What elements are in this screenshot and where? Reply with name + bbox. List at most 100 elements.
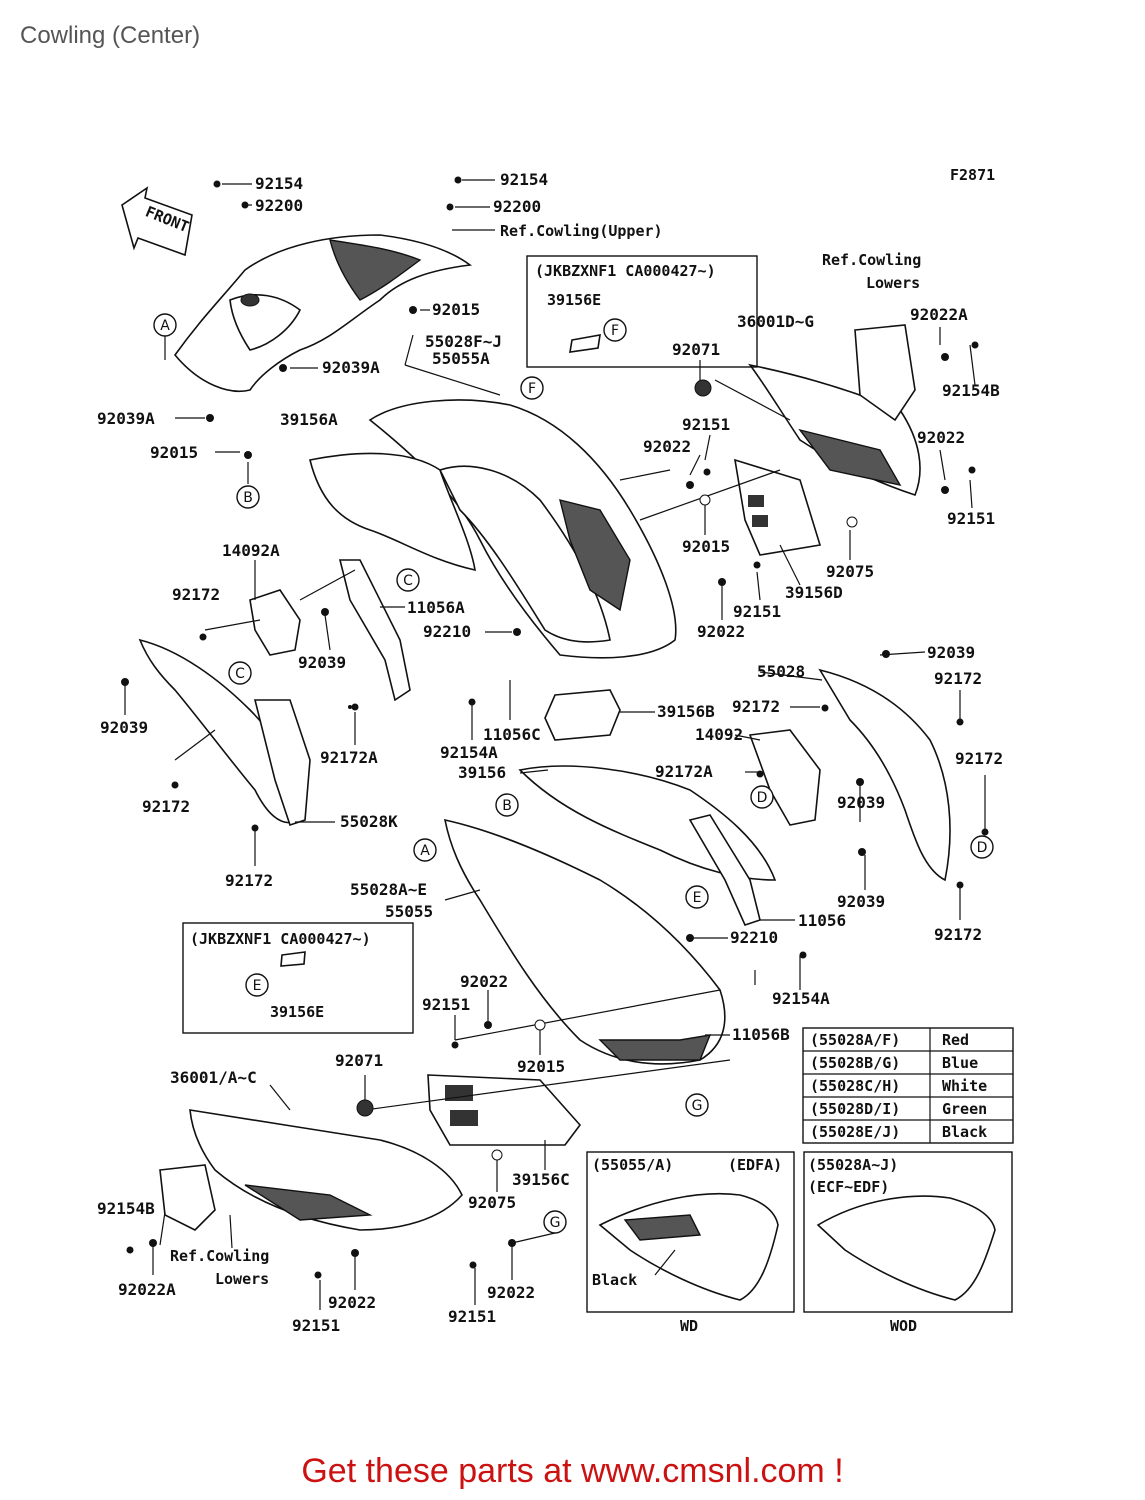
page-title: Cowling (Center): [20, 22, 201, 49]
ref-cowling-lowers: Ref.Cowling: [170, 1247, 269, 1265]
variant-head: (EDFA): [728, 1156, 782, 1174]
part-label: 92210: [730, 928, 778, 947]
svg-text:G: G: [550, 1215, 561, 1231]
part-label: 55055A: [432, 349, 490, 368]
ref-cowling-lowers: Ref.Cowling: [822, 251, 921, 269]
color-code: (55028C/H): [810, 1077, 900, 1095]
svg-text:B: B: [502, 798, 512, 814]
part-label: 11056: [798, 911, 846, 930]
ref-cowling-lowers: Lowers: [215, 1270, 269, 1288]
part-label: 92039: [837, 793, 885, 812]
part-label: 92172: [172, 585, 220, 604]
color-name: Red: [942, 1031, 969, 1049]
part-label: 92022: [917, 428, 965, 447]
part-label: 92039A: [322, 358, 380, 377]
part-labels: 92154 92200 92154 92200 92015 55028F~J 5…: [97, 170, 1003, 1335]
bracket-14092a: [249, 589, 301, 656]
part-label: 92015: [682, 537, 730, 556]
part-label: 92151: [947, 509, 995, 528]
side-piece-11056a: [338, 559, 411, 702]
part-label: 92200: [493, 197, 541, 216]
part-label: 36001D~G: [737, 312, 814, 331]
part-label: 39156D: [785, 583, 843, 602]
svg-text:B: B: [243, 490, 253, 506]
part-label: 14092: [695, 725, 743, 744]
part-label: 92022A: [118, 1280, 176, 1299]
part-label: 92172: [955, 749, 1003, 768]
ref-circle-a: A: [153, 313, 177, 337]
part-label: 92200: [255, 196, 303, 215]
color-code: (55028A/F): [810, 1031, 900, 1049]
part-label: 92039A: [97, 409, 155, 428]
part-label: 39156C: [512, 1170, 570, 1189]
left-side-cowling-shape: [159, 1109, 463, 1231]
ref-circle-b: B: [236, 485, 260, 509]
part-label: 92071: [335, 1051, 383, 1070]
part-label: 92022A: [910, 305, 968, 324]
part-label: 92172A: [655, 762, 713, 781]
variant-head: (55028A~J): [808, 1156, 898, 1174]
part-label: 92151: [448, 1307, 496, 1326]
color-code: (55028E/J): [810, 1123, 900, 1141]
ref-cowling-lowers: Lowers: [866, 274, 920, 292]
ref-circle-f: F: [520, 376, 544, 400]
variant-box-wod: [803, 1151, 1013, 1313]
svg-text:C: C: [403, 573, 413, 589]
variant-box-wd: [586, 1151, 795, 1313]
ref-circle-a: A: [413, 838, 437, 862]
leader-lines: [124, 179, 986, 1310]
svg-text:D: D: [977, 840, 988, 856]
part-label: 92075: [468, 1193, 516, 1212]
color-table: (55028A/F) Red (55028B/G) Blue (55028C/H…: [802, 1027, 1014, 1144]
part-label: 92022: [460, 972, 508, 991]
part-label: 92022: [643, 437, 691, 456]
part-label: 92151: [733, 602, 781, 621]
part-label: 11056A: [407, 598, 465, 617]
right-side-cowling-shape: [748, 324, 921, 496]
ref-circle-e: E: [685, 885, 709, 909]
part-label: 39156: [458, 763, 506, 782]
ref-circle-f: F: [603, 318, 627, 342]
note-box-part: 39156E: [547, 291, 601, 309]
bracket-14092: [748, 729, 821, 826]
svg-text:G: G: [692, 1098, 703, 1114]
svg-text:A: A: [160, 318, 170, 334]
left-lower-side-shape: [138, 638, 301, 824]
right-lower-side-shape: [818, 668, 951, 882]
ref-circle-c: C: [228, 661, 252, 685]
label-sticker-e: [280, 951, 306, 967]
part-label: 55028K: [340, 812, 398, 831]
svg-text:D: D: [757, 790, 768, 806]
part-label: 92154A: [772, 989, 830, 1008]
part-label: 11056C: [483, 725, 541, 744]
front-arrow-icon: FRONT: [121, 186, 193, 257]
left-lower-bracket: [253, 699, 311, 827]
panel-39156d: [733, 458, 822, 556]
variant-head: (55055/A): [592, 1156, 673, 1174]
color-code: (55028B/G): [810, 1054, 900, 1072]
variant-head: (ECF~EDF): [808, 1178, 889, 1196]
part-label: 92015: [517, 1057, 565, 1076]
color-name: Green: [942, 1100, 987, 1118]
color-code: (55028D/I): [810, 1100, 900, 1118]
part-label: 92039: [927, 643, 975, 662]
part-label: 92172: [732, 697, 780, 716]
part-label: 92154B: [942, 381, 1000, 400]
figure-code: F2871: [950, 166, 995, 184]
part-label: 92154A: [440, 743, 498, 762]
part-label: 92151: [292, 1316, 340, 1335]
part-label: 92039: [298, 653, 346, 672]
footer-link[interactable]: Get these parts at www.cmsnl.com !: [301, 1452, 844, 1490]
note-box-title: (JKBZXNF1 CA000427~): [535, 262, 716, 280]
part-label: 92172A: [320, 748, 378, 767]
ref-circle-c: C: [396, 568, 420, 592]
part-label: 55055: [385, 902, 433, 921]
color-name: Black: [942, 1123, 987, 1141]
lens-39156b: [544, 689, 621, 741]
note-box-top: [526, 255, 758, 368]
note-box-bottom: [182, 922, 414, 1034]
svg-text:F: F: [528, 381, 536, 397]
center-cowling-shape: [368, 399, 677, 659]
part-label: 55028A~E: [350, 880, 427, 899]
